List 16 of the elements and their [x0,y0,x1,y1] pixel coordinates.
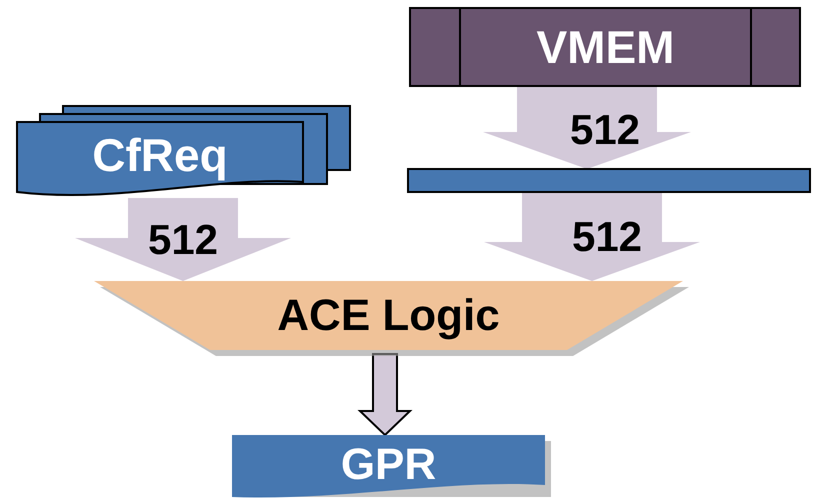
node-label: GPR [340,440,436,490]
block-arrow [358,353,412,436]
stacked-documents-shape [16,105,351,196]
memory-block [409,7,801,87]
block-arrow [484,192,700,281]
document-shape [232,435,551,498]
bus-bar [407,168,811,193]
block-arrow [483,86,691,169]
edge-label: 512 [148,219,218,261]
node-label: ACE Logic [277,290,500,340]
block-arrow [75,198,291,281]
logic-trapezoid [94,281,689,356]
node-label: VMEM [536,20,674,74]
edge-label: 512 [572,216,642,258]
edge-label: 512 [570,109,640,151]
node-label: CfReq [92,128,228,182]
